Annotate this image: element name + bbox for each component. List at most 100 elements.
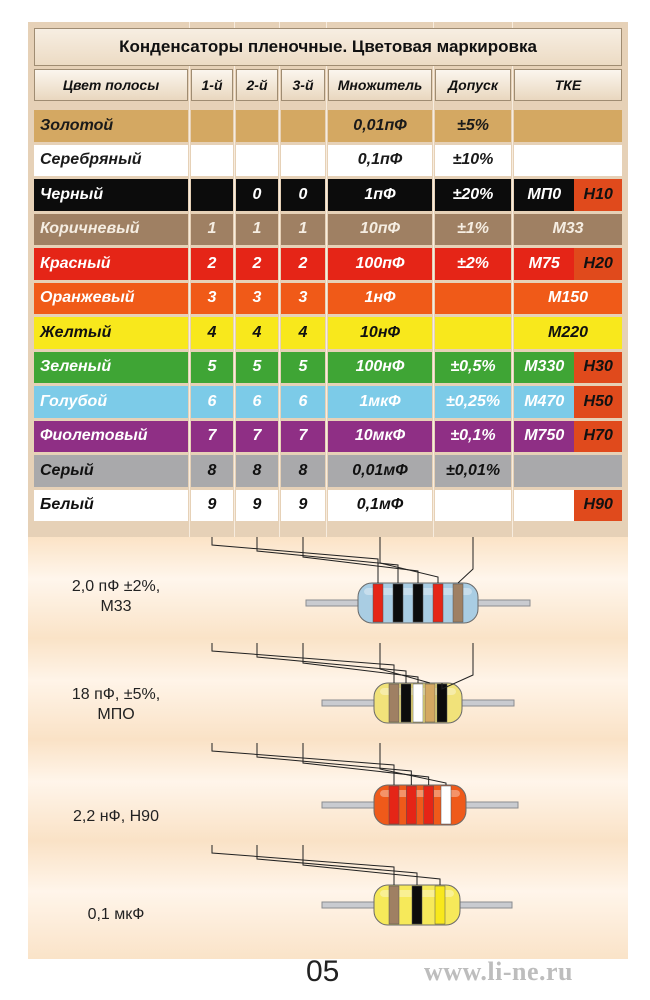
table-cell: 10мкФ (328, 420, 432, 452)
color-band (411, 885, 423, 925)
page-number: 05 (306, 955, 340, 988)
table-cell: 100пФ (328, 248, 432, 280)
table-cell (514, 144, 622, 176)
table-cell: 3 (191, 282, 233, 314)
grid-line (512, 22, 513, 959)
leader-line (256, 743, 412, 785)
color-band (423, 785, 434, 825)
example-label-line: МПО (97, 706, 135, 723)
table-cell: 2 (236, 248, 278, 280)
color-name-cell: Золотой (34, 110, 188, 142)
example-label: 2,2 нФ, Н90 (36, 807, 196, 827)
header-cell: ТКЕ (514, 69, 622, 101)
color-band (388, 785, 400, 825)
table-cell (514, 455, 622, 487)
tke-cell: Н90 (514, 489, 622, 521)
table-cell: 4 (281, 317, 325, 349)
table-cell: 0 (236, 179, 278, 211)
color-name-cell: Серый (34, 455, 188, 487)
header-cell: 2-й (236, 69, 278, 101)
table-cell: 3 (236, 282, 278, 314)
tke-value: М330 (514, 351, 575, 383)
color-band (412, 683, 424, 723)
table-cell: 1 (191, 213, 233, 245)
color-band (436, 683, 448, 723)
color-name-cell: Серебряный (34, 144, 188, 176)
capacitor-diagrams (211, 537, 531, 926)
table-cell: ±20% (435, 179, 511, 211)
example-label-line: М33 (100, 598, 132, 615)
table-cell: 1нФ (328, 282, 432, 314)
table-cell: ±2% (435, 248, 511, 280)
table-cell: 6 (236, 386, 278, 418)
table-cell: 9 (191, 489, 233, 521)
color-band (392, 583, 404, 623)
grid-line (279, 22, 280, 959)
tke-h-value: Н30 (574, 351, 622, 383)
table-cell: 6 (191, 386, 233, 418)
table-cell: 9 (236, 489, 278, 521)
table-cell: 0,1пФ (328, 144, 432, 176)
grid-line (189, 22, 190, 959)
color-band (388, 885, 400, 925)
leader-line (302, 743, 430, 785)
table-cell: 6 (281, 386, 325, 418)
table-cell (281, 144, 325, 176)
table-cell: 100нФ (328, 351, 432, 383)
example-label: 2,0 пФ ±2%, М33 (36, 577, 196, 617)
table-cell: 0,1мФ (328, 489, 432, 521)
table-cell: 8 (191, 455, 233, 487)
tke-value: М750 (514, 420, 575, 452)
table-cell: 7 (281, 420, 325, 452)
leader-line (256, 537, 399, 583)
tke-h-value: Н10 (574, 179, 622, 211)
leader-line (302, 845, 441, 885)
table-cell: 4 (191, 317, 233, 349)
header-cell: 1-й (191, 69, 233, 101)
color-name-cell: Черный (34, 179, 188, 211)
color-band (372, 583, 384, 623)
table-cell (435, 489, 511, 521)
tke-h-value: Н90 (574, 489, 622, 521)
leader-line (379, 537, 439, 583)
table-cell: ±5% (435, 110, 511, 142)
table-cell: М150 (514, 282, 622, 314)
color-band (452, 583, 464, 623)
leader-line (256, 643, 407, 683)
leader-line (379, 643, 431, 684)
example-label-line: 2,0 пФ ±2%, (71, 578, 161, 595)
table-cell: ±0,5% (435, 351, 511, 383)
tke-value: М75 (514, 248, 575, 280)
header-cell: Цвет полосы (34, 69, 188, 101)
leader-line (457, 537, 474, 584)
tke-value: МП0 (514, 179, 575, 211)
table-cell: 0 (281, 179, 325, 211)
header-cell: Множитель (328, 69, 432, 101)
color-band (440, 785, 452, 825)
capacitor-highlight (380, 790, 460, 797)
leader-line (211, 537, 379, 583)
grid-line (326, 22, 327, 959)
table-cell: ±0,25% (435, 386, 511, 418)
tke-h-value: Н70 (574, 420, 622, 452)
color-band (388, 683, 400, 723)
tke-h-value: Н20 (574, 248, 622, 280)
color-band (406, 785, 417, 825)
color-name-cell: Зеленый (34, 351, 188, 383)
color-band (400, 683, 412, 723)
color-name-cell: Белый (34, 489, 188, 521)
table-cell (236, 144, 278, 176)
color-band (432, 583, 444, 623)
table-cell: 10пФ (328, 213, 432, 245)
example-label: 18 пФ, ±5%,МПО (36, 685, 196, 725)
table-cell (281, 110, 325, 142)
table-cell: ±0,1% (435, 420, 511, 452)
color-name-cell: Фиолетовый (34, 420, 188, 452)
table-cell (435, 317, 511, 349)
table-cell: 9 (281, 489, 325, 521)
